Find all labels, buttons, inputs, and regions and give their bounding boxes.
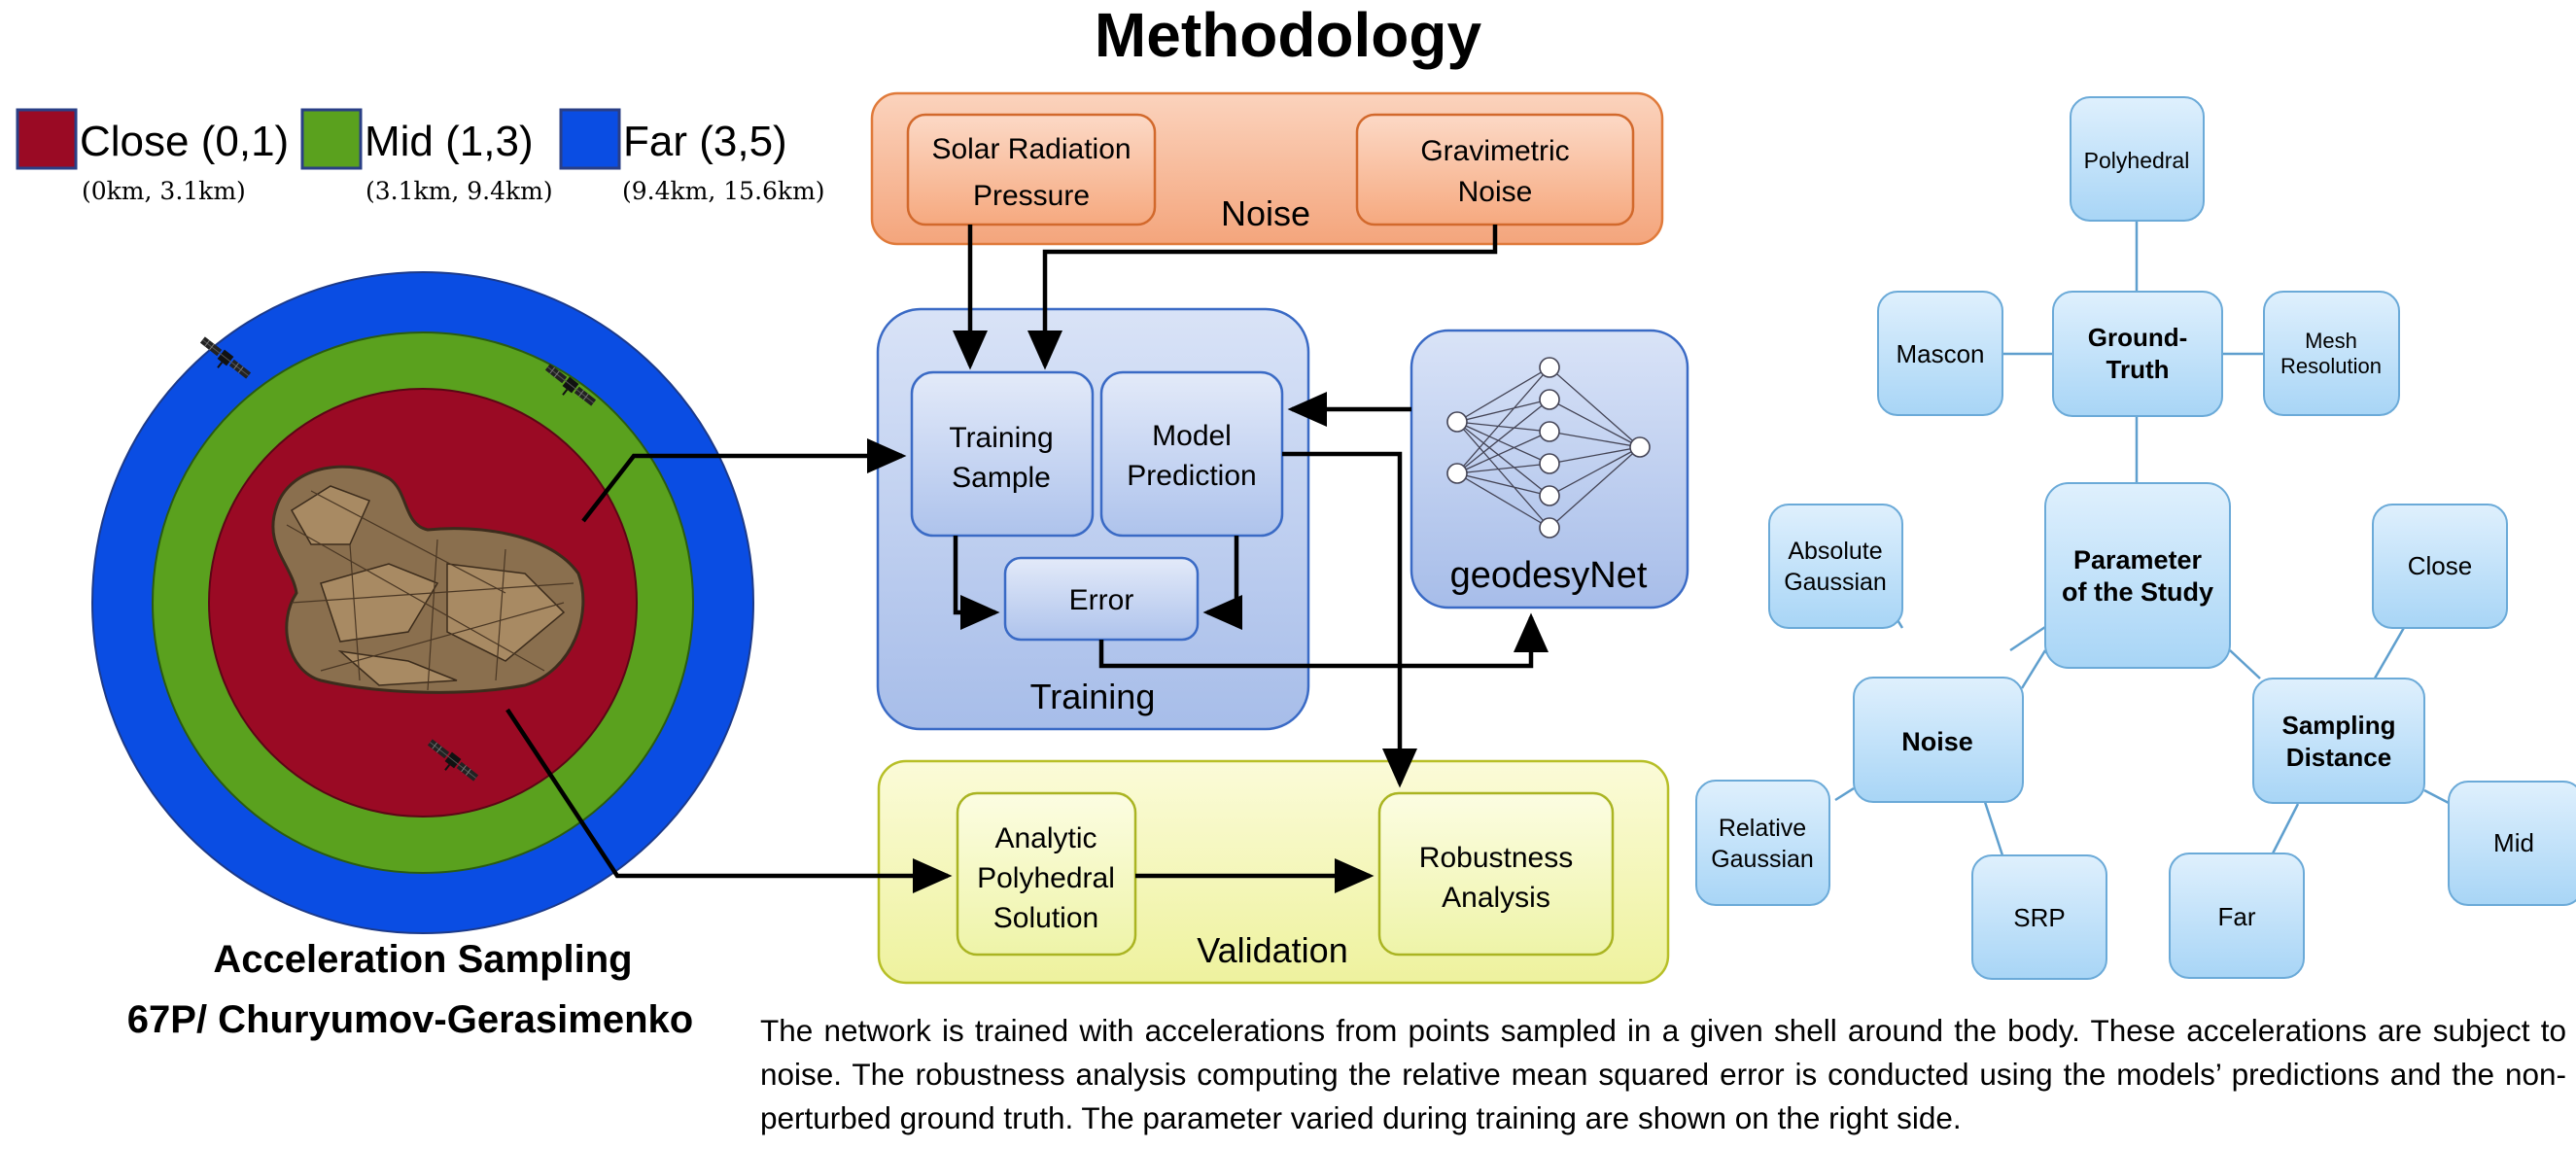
legend-item-mid: Mid (1,3) (3.1km, 9.4km) [300,108,553,205]
neural-network-nodes [1446,357,1651,539]
sampling-line2: Distance [2286,743,2391,772]
noise-node-label: Noise [1901,727,1973,756]
training-sample-box: Training Sample [910,370,1095,538]
mindmap-node-sampling-distance: Sampling Distance [2252,678,2425,804]
sampling-subtitle: 67P/ Churyumov-Gerasimenko [127,998,693,1041]
neural-network-icon [1456,366,1641,529]
legend-label-far: Far (3,5) [623,118,787,165]
mascon-label: Mascon [1896,339,1984,368]
srp-box-line2: Pressure [973,180,1090,212]
parameter-mindmap: Polyhedral Mascon Ground- Truth Mesh Res… [1695,96,2576,980]
arrow-grav-to-sample [1027,225,1498,370]
model-prediction-box: Model Prediction [1099,370,1284,538]
arrow-shell-to-analytic [505,708,953,893]
mindmap-node-relative-gaussian: Relative Gaussian [1695,780,1830,906]
legend-label-close: Close (0,1) [80,118,289,165]
legend-item-close: Close (0,1) (0km, 3.1km) [16,108,289,205]
mindmap-connectors [1834,221,2450,856]
figure-caption: The network is trained with acceleration… [760,1013,2566,1135]
ground-truth-line1: Ground- [2088,323,2188,352]
noise-group: Noise Solar Radiation Pressure Gravimetr… [870,91,1664,246]
mindmap-node-ground-truth: Ground- Truth [2052,291,2223,417]
legend-label-mid: Mid (1,3) [365,118,534,165]
gravimetric-noise-box: Gravimetric Noise [1355,113,1635,226]
mid-node-label: Mid [2493,828,2534,857]
mesh-line1: Mesh [2305,329,2357,353]
arrow-shell-to-sample [581,438,907,523]
geodesynet-label: geodesyNet [1450,555,1648,596]
srp-box: Solar Radiation Pressure [906,113,1157,226]
mindmap-node-close: Close [2372,504,2508,629]
model-prediction-line1: Model [1152,420,1232,452]
noise-label: Noise [1221,193,1310,233]
legend-swatch-mid [300,108,363,170]
error-label: Error [1069,584,1134,616]
grav-box-line2: Noise [1458,176,1533,208]
polyhedral-label: Polyhedral [2084,148,2190,173]
sampling-shells [91,271,754,934]
far-node-label: Far [2218,902,2256,931]
training-label: Training [1030,677,1156,716]
robustness-line2: Analysis [1442,882,1550,914]
validation-group: Validation Analytic Polyhedral Solution … [877,759,1670,985]
sampling-title: Acceleration Sampling [213,938,632,981]
mindmap-node-mesh-resolution: Mesh Resolution [2263,291,2400,416]
model-prediction-line2: Prediction [1127,460,1256,492]
legend-range-far: (9.4km, 15.6km) [622,177,825,205]
training-sample-line2: Sample [952,462,1051,494]
legend-swatch-far [559,108,621,170]
analytic-line2: Polyhedral [977,862,1115,894]
abs-line2: Gaussian [1784,569,1887,596]
training-sample-line1: Training [949,422,1053,454]
rel-line1: Relative [1719,815,1806,842]
arrow-error-to-net [1098,612,1549,669]
legend: Close (0,1) (0km, 3.1km) Mid (1,3) (3.1k… [16,108,825,205]
arrow-model-to-error [1202,536,1242,630]
mindmap-node-polyhedral: Polyhedral [2070,96,2205,222]
mindmap-node-far: Far [2169,853,2305,979]
flow-arrows [505,225,1549,893]
comet-67p-icon [271,465,585,694]
legend-item-far: Far (3,5) (9.4km, 15.6km) [559,108,825,205]
center-line1: Parameter [2073,545,2203,574]
abs-line1: Absolute [1788,538,1882,565]
srp-box-line1: Solar Radiation [931,133,1131,165]
validation-label: Validation [1197,930,1347,970]
arrow-model-to-robustness [1282,451,1417,788]
close-node-label: Close [2408,551,2472,580]
analytic-line1: Analytic [994,822,1097,854]
robustness-analysis-box: Robustness Analysis [1377,791,1615,957]
legend-range-close: (0km, 3.1km) [82,177,246,205]
grav-box-line1: Gravimetric [1420,135,1569,167]
analytic-line3: Solution [993,902,1098,934]
mindmap-node-noise: Noise [1853,677,2024,803]
mindmap-node-mid: Mid [2448,781,2576,906]
mesh-line2: Resolution [2280,354,2382,378]
mindmap-node-absolute-gaussian: Absolute Gaussian [1768,504,1903,629]
rel-line2: Gaussian [1711,846,1814,873]
legend-swatch-close [16,108,78,170]
ground-truth-line2: Truth [2106,355,2170,384]
srp-node-label: SRP [2013,903,2065,932]
sampling-line1: Sampling [2281,711,2395,740]
page-title: Methodology [1095,0,1482,70]
error-box: Error [1003,556,1200,642]
mindmap-node-srp: SRP [1971,854,2107,980]
mindmap-node-mascon: Mascon [1877,291,2003,416]
robustness-line1: Robustness [1419,842,1573,874]
center-line2: of the Study [2062,577,2213,607]
geodesynet-box: geodesyNet [1410,329,1689,609]
analytic-solution-box: Analytic Polyhedral Solution [956,791,1137,957]
arrow-sample-to-error [953,536,1000,630]
mindmap-node-center: Parameter of the Study [2044,482,2231,669]
legend-range-mid: (3.1km, 9.4km) [366,177,553,205]
